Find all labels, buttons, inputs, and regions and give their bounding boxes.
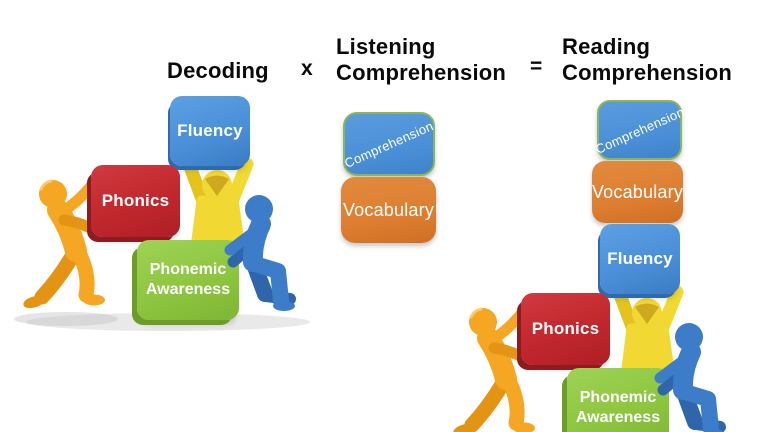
- reading-heading-line1: Reading: [562, 34, 651, 59]
- comprehension-block-label: Comprehension: [342, 117, 436, 171]
- fluency-block-label: Fluency: [177, 121, 243, 140]
- vocabulary-block-label: Vocabulary: [591, 181, 684, 202]
- vocabulary-block-label: Vocabulary: [342, 199, 435, 220]
- reading-scene-figures-front: [448, 216, 748, 432]
- phonemic-awareness-block-right: Phonemic Awareness: [567, 368, 669, 432]
- listening-heading-line2: Comprehension: [336, 60, 507, 85]
- listening-comprehension-heading: Listening Comprehension: [336, 34, 506, 86]
- comprehension-block-right: Comprehension: [593, 100, 686, 160]
- phonics-block-label: Phonics: [101, 191, 170, 210]
- comprehension-block-middle: Comprehension: [342, 112, 436, 176]
- decoding-scene: Fluency Phonics Phonemic Awareness: [18, 88, 318, 338]
- listening-heading-line1: Listening: [336, 34, 436, 59]
- fluency-block-right: Fluency: [600, 224, 680, 294]
- phonemic-awareness-line2: Awareness: [575, 409, 661, 426]
- phonics-block-right: Phonics: [521, 293, 610, 365]
- blue-kneeling-figure: [230, 195, 295, 311]
- vocabulary-block-right: Vocabulary: [592, 161, 683, 223]
- phonics-block-left: Phonics: [91, 165, 180, 237]
- phonemic-awareness-line2: Awareness: [145, 281, 231, 298]
- blue-kneeling-figure: [660, 323, 725, 432]
- phonemic-awareness-line1: Phonemic: [579, 389, 657, 407]
- fluency-block-left: Fluency: [170, 96, 250, 166]
- decoding-scene-figures-front: [18, 88, 318, 338]
- equals-symbol: =: [530, 55, 543, 78]
- phonemic-awareness-block-label: Phonemic Awareness: [576, 388, 660, 427]
- reading-scene: Fluency Phonics Phonemic Awareness: [448, 216, 748, 432]
- comprehension-block-label: Comprehension: [592, 103, 687, 157]
- reading-heading-line2: Comprehension: [562, 60, 733, 85]
- vocabulary-block-middle: Vocabulary: [341, 177, 436, 243]
- phonics-block-label: Phonics: [531, 319, 600, 338]
- fluency-block-label: Fluency: [607, 249, 673, 268]
- phonemic-awareness-line1: Phonemic: [149, 261, 227, 279]
- decoding-heading: Decoding: [167, 58, 269, 83]
- phonemic-awareness-block-label: Phonemic Awareness: [146, 260, 230, 299]
- multiply-symbol: x: [301, 57, 313, 80]
- phonemic-awareness-block-left: Phonemic Awareness: [137, 240, 239, 320]
- reading-comprehension-heading: Reading Comprehension: [562, 34, 732, 86]
